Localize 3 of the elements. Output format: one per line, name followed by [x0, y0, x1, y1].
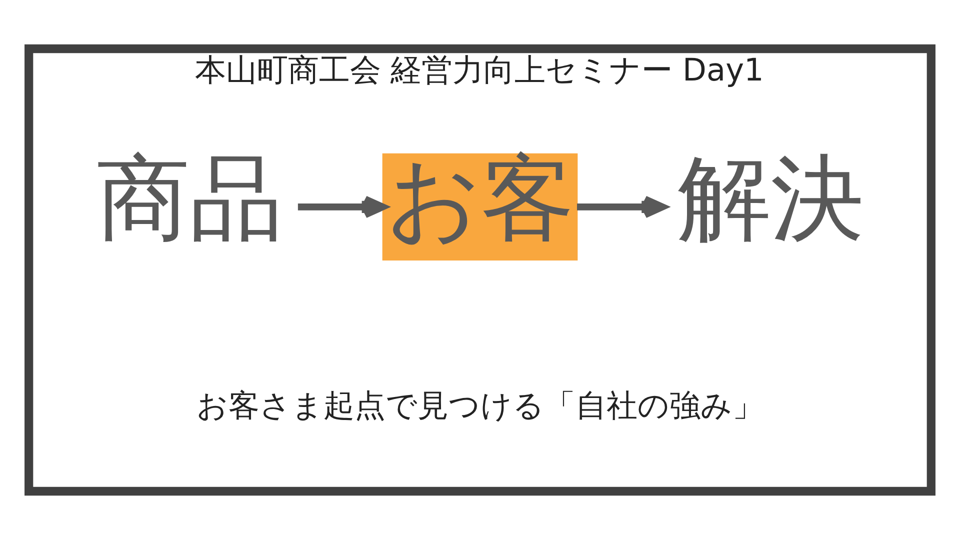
node-box: お客	[382, 153, 578, 260]
node-text: 商品	[96, 144, 283, 254]
node-text: 解決	[677, 144, 864, 254]
